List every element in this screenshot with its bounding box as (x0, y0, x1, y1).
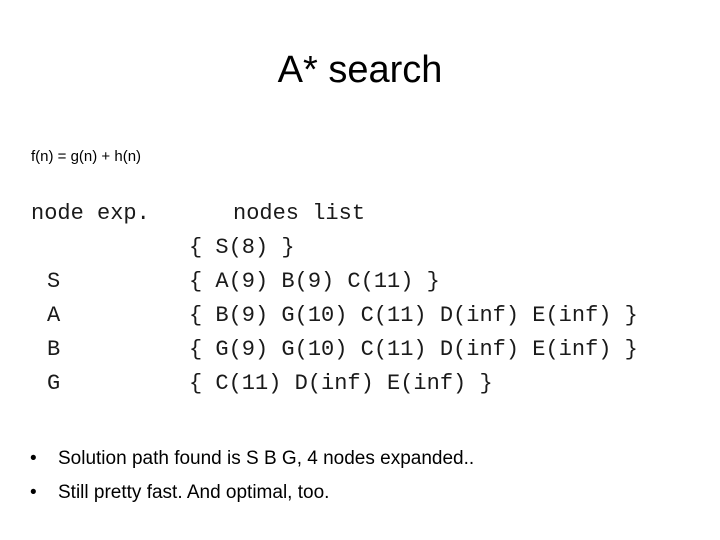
bullet-icon: • (30, 482, 37, 503)
nodes-list-row: { G(9) G(10) C(11) D(inf) E(inf) } (189, 337, 638, 362)
bullet-text: Still pretty fast. And optimal, too. (58, 482, 330, 503)
nodes-list-row: { C(11) D(inf) E(inf) } (189, 371, 493, 396)
expanded-node: B (47, 337, 61, 362)
bullet-item: • Still pretty fast. And optimal, too. (30, 476, 474, 510)
bullet-text: Solution path found is S B G, 4 nodes ex… (58, 448, 475, 469)
nodes-list-row: { B(9) G(10) C(11) D(inf) E(inf) } (189, 303, 638, 328)
bullet-item: • Solution path found is S B G, 4 nodes … (30, 442, 474, 476)
expanded-node: A (47, 303, 61, 328)
formula-text: f(n) = g(n) + h(n) (31, 148, 142, 165)
slide-title: A* search (277, 49, 443, 91)
nodes-list-header: nodes list (233, 201, 366, 226)
nodes-list-row: { A(9) B(9) C(11) } (189, 269, 440, 294)
expanded-node: S (47, 269, 61, 294)
expanded-nodes-column: S A B G (47, 265, 60, 401)
nodes-list-column: { S(8) } { A(9) B(9) C(11) } { B(9) G(10… (189, 231, 638, 401)
nodes-list-row: { S(8) } (189, 235, 295, 260)
node-expanded-header: node exp. (31, 201, 150, 226)
bullet-list: • Solution path found is S B G, 4 nodes … (30, 442, 474, 510)
expanded-node: G (47, 371, 61, 396)
bullet-icon: • (30, 448, 37, 469)
